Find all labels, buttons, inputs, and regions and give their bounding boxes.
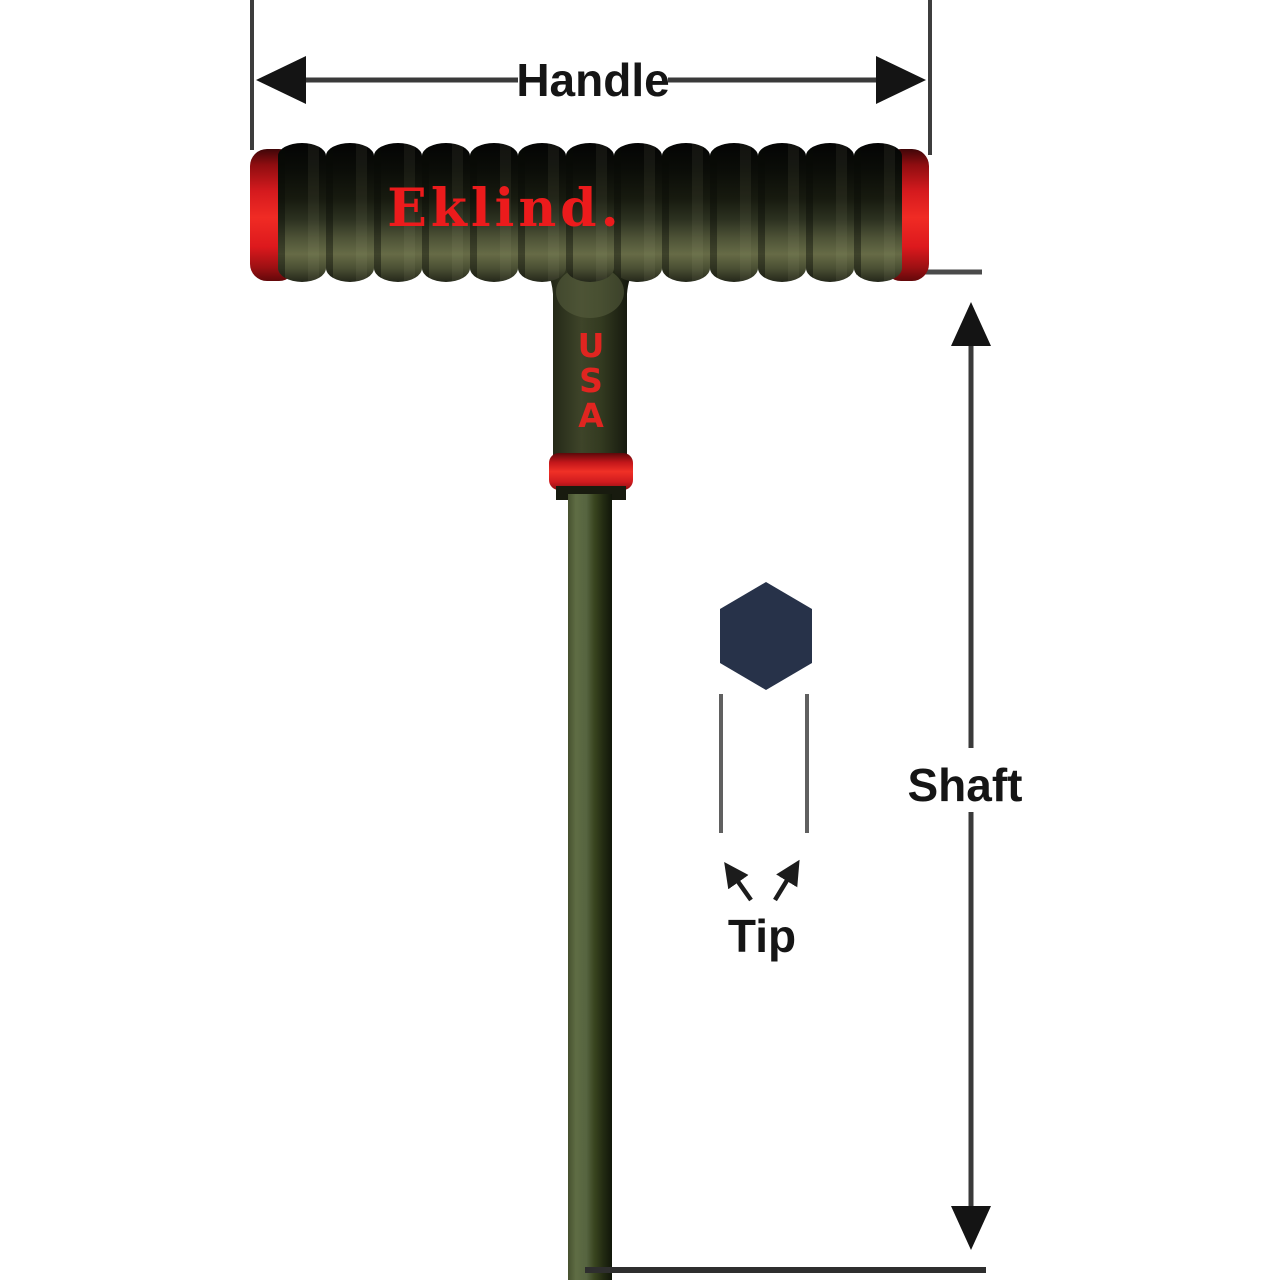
t-handle-tool: U S A Eklind. xyxy=(250,143,929,1280)
tool-neck xyxy=(535,262,645,458)
tip-pointer-arrow-right-icon xyxy=(773,859,800,902)
brand-logo-text: Eklind. xyxy=(387,178,622,239)
handle-dimension: Handle xyxy=(250,0,932,155)
tip-label: Tip xyxy=(728,910,796,962)
shaft-dimension: Shaft xyxy=(856,269,1023,1250)
tip-pointer-arrow-left-icon xyxy=(724,861,753,902)
usa-letter-s: S xyxy=(579,361,603,400)
shaft-dim-arrowhead-down-icon xyxy=(951,1206,991,1250)
usa-letter-u: U xyxy=(578,326,605,365)
usa-letter-a: A xyxy=(578,396,604,435)
usa-marking: U S A xyxy=(578,326,605,435)
neck-highlight xyxy=(556,266,624,318)
tool-shaft xyxy=(568,494,612,1280)
tip-callout: Tip xyxy=(719,582,812,962)
shaft-dim-arrowhead-up-icon xyxy=(951,302,991,346)
handle-dim-arrowhead-right-icon xyxy=(876,56,926,104)
hex-tip-cross-section-icon xyxy=(720,582,812,690)
shaft-label: Shaft xyxy=(908,759,1023,811)
handle-label: Handle xyxy=(516,54,669,106)
handle-dim-arrowhead-left-icon xyxy=(256,56,306,104)
neck-red-band xyxy=(549,453,633,490)
